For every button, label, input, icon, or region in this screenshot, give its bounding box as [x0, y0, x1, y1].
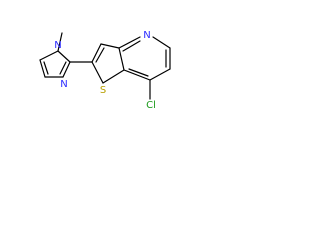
bond-py-c7-c7a: [123, 69, 151, 81]
bond-py-c3a-n4: [118, 36, 141, 49]
chemical-structure-canvas: N N S N Cl: [0, 0, 198, 127]
imidazole-ring: [39, 32, 71, 78]
atom-cl: Cl: [146, 100, 156, 111]
bond-im-c4-c5: [39, 59, 46, 78]
bond-th-c2-s1: [91, 61, 104, 84]
bond-th-s1-c7a: [102, 69, 125, 84]
bond-py-c3a-n4-double: [122, 40, 141, 52]
bond-im-c2-n3-double: [59, 61, 67, 75]
atom-n-imidazole: N: [60, 79, 67, 90]
pyridine-ring: [118, 36, 171, 100]
bond-im-n1-c2: [57, 50, 71, 63]
atom-s: S: [100, 85, 106, 96]
thiophene-ring: [91, 43, 125, 84]
bond-th-c7a-c3a: [118, 47, 125, 71]
bond-py-c7-c7a-double: [128, 68, 149, 77]
atom-n-pyridine: N: [143, 30, 150, 41]
bond-py-c6-c7: [149, 68, 171, 81]
molecule-diagram: N N S N Cl: [39, 30, 171, 111]
bond-im-c2-n3: [62, 61, 71, 78]
bond-th-c3-c2: [91, 43, 102, 63]
atom-n-methyl: N: [54, 40, 61, 51]
bond-im-c5-n1: [39, 50, 59, 61]
bond-py-n4-c5: [152, 36, 171, 49]
bond-th-c3-c2-double: [95, 47, 105, 63]
bond-th-c3a-c3: [100, 43, 120, 49]
bond-n-methyl: [57, 32, 63, 52]
bond-im-c4-c5-double: [43, 61, 49, 75]
